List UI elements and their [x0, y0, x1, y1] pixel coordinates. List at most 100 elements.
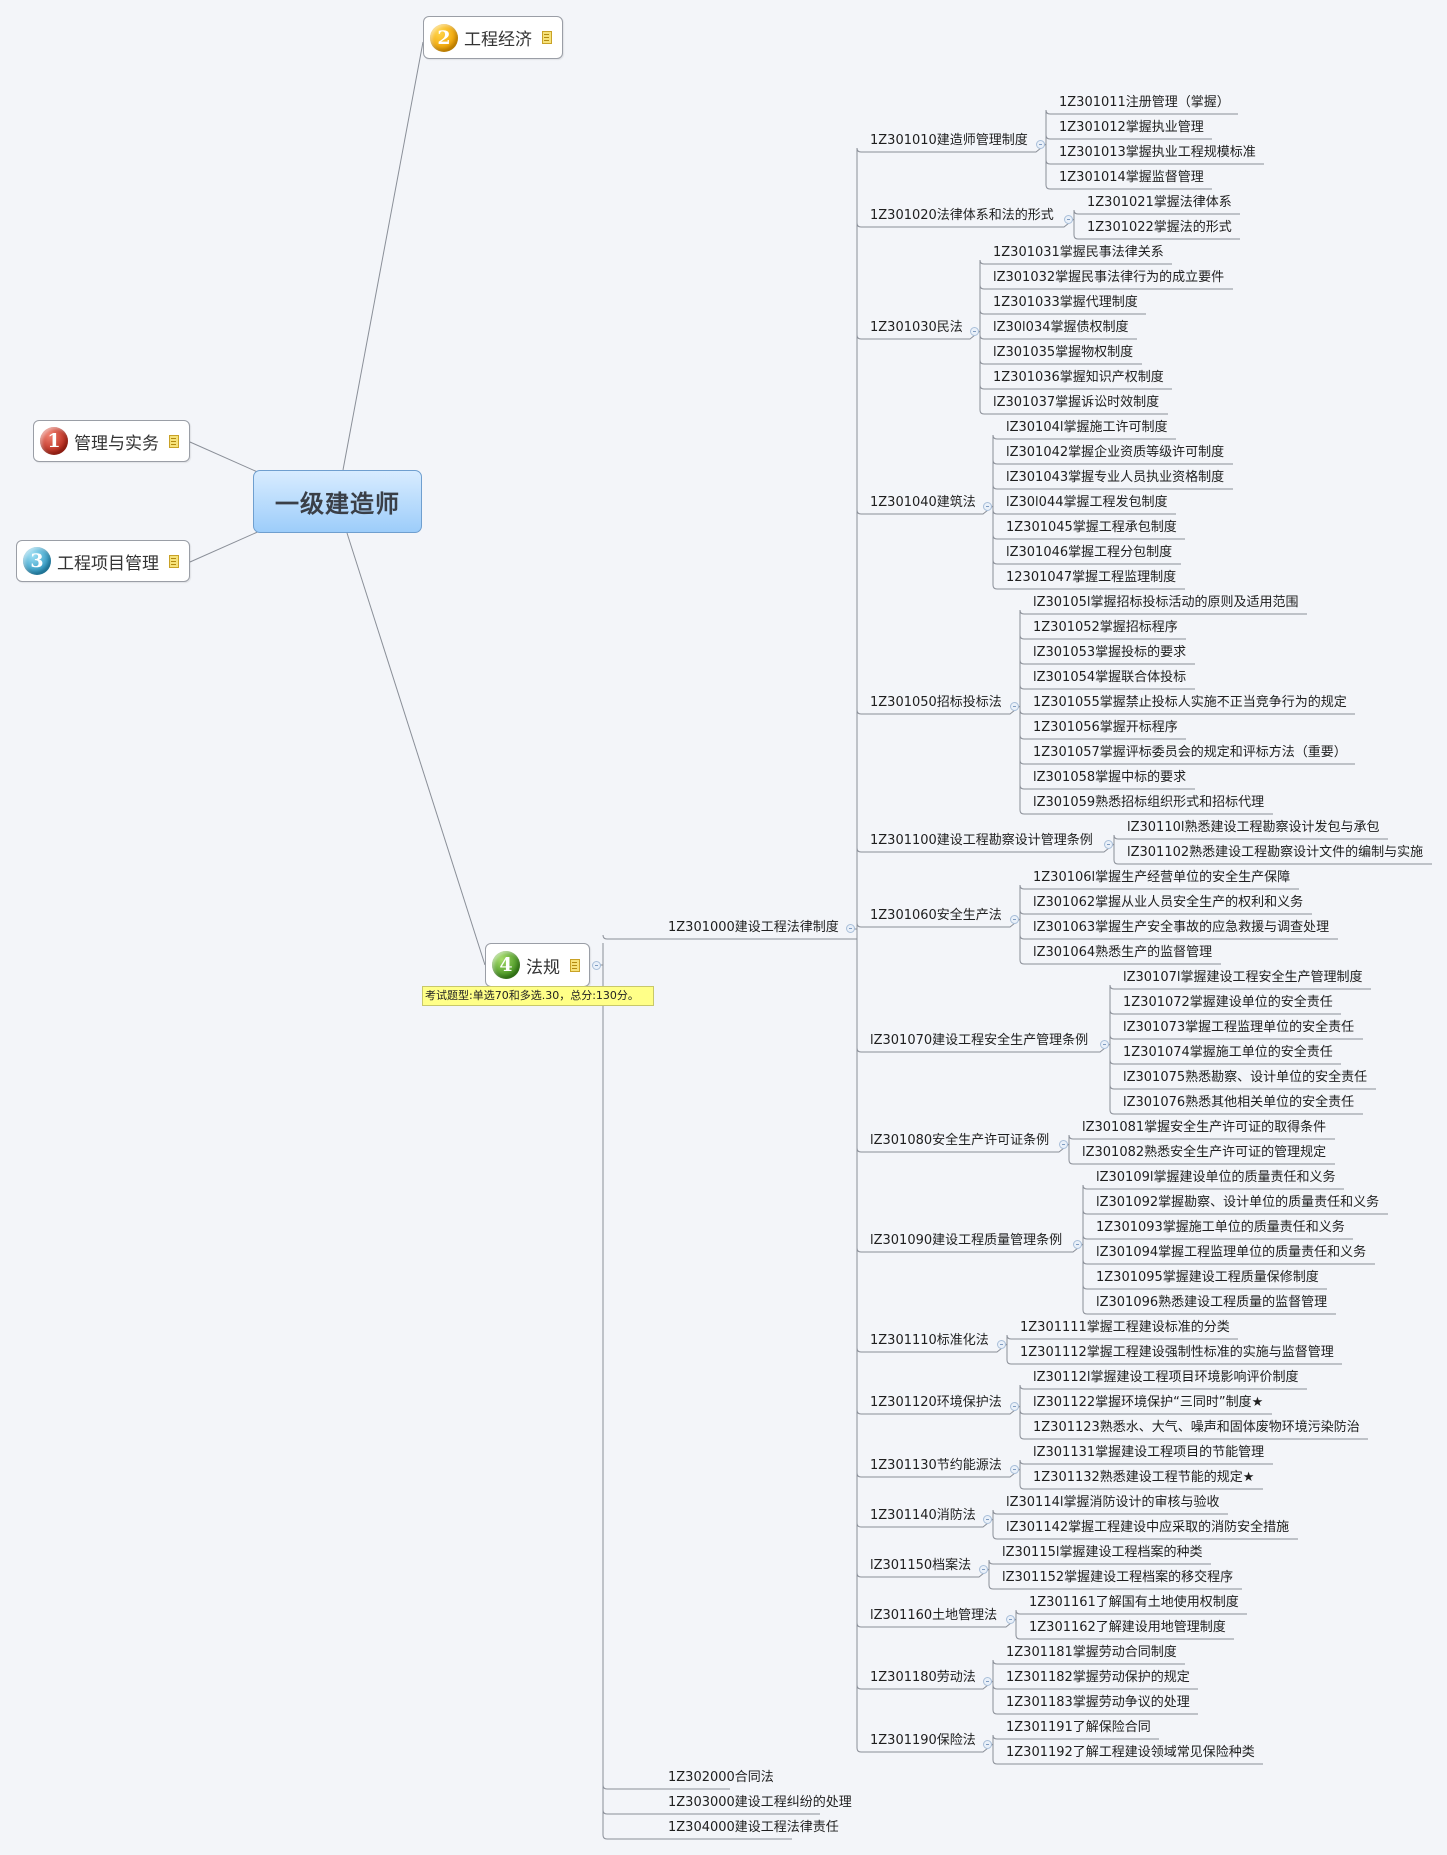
collapse-toggle-section[interactable]: [983, 1740, 992, 1749]
subtopic-item[interactable]: 1Z301036掌握知识产权制度: [993, 370, 1164, 385]
subtopic-item[interactable]: lZ301032掌握民事法律行为的成立要件: [993, 270, 1225, 285]
subtopic-item[interactable]: 1Z301074掌握施工单位的安全责任: [1123, 1045, 1333, 1060]
note-icon[interactable]: [169, 434, 179, 448]
subtopic-item[interactable]: lZ301152掌握建设工程档案的移交程序: [1002, 1570, 1234, 1585]
subtopic-item[interactable]: lZ301122掌握环境保护“三同时”制度★: [1033, 1395, 1264, 1410]
subtopic-item[interactable]: lZ301081掌握安全生产许可证的取得条件: [1082, 1120, 1327, 1135]
subtopic-item[interactable]: lZ301059熟悉招标组织形式和招标代理: [1033, 795, 1265, 810]
subtopic-item[interactable]: lZ301096熟悉建设工程质量的监督管理: [1096, 1295, 1328, 1310]
subtopic-item[interactable]: lZ301073掌握工程监理单位的安全责任: [1123, 1020, 1355, 1035]
subtopic-item[interactable]: 12301047掌握工程监理制度: [1006, 570, 1177, 585]
subtopic-item[interactable]: 1Z301056掌握开标程序: [1033, 720, 1178, 735]
section-topic[interactable]: 1Z301110标准化法: [870, 1333, 989, 1348]
section-topic[interactable]: 1Z301010建造师管理制度: [870, 133, 1028, 148]
subtopic-item[interactable]: lZ301042掌握企业资质等级许可制度: [1006, 445, 1225, 460]
collapse-toggle-section[interactable]: [1104, 840, 1113, 849]
subtopic-item[interactable]: 1Z301111掌握工程建设标准的分类: [1020, 1320, 1230, 1335]
collapse-toggle-section[interactable]: [1064, 215, 1073, 224]
subtopic-item[interactable]: 1Z30106l掌握生产经营单位的安全生产保障: [1033, 870, 1291, 885]
subtopic-item[interactable]: 1Z301057掌握评标委员会的规定和评标方法（重要）: [1033, 745, 1347, 760]
collapse-toggle-section[interactable]: [1010, 1465, 1019, 1474]
chapter-1z304000[interactable]: 1Z304000建设工程法律责任: [668, 1820, 839, 1835]
collapse-toggle-section[interactable]: [970, 327, 979, 336]
section-topic[interactable]: lZ301070建设工程安全生产管理条例: [870, 1033, 1089, 1048]
subtopic-item[interactable]: lZ301075熟悉勘察、设计单位的安全责任: [1123, 1070, 1368, 1085]
main-topic-engineering-economics[interactable]: 2 工程经济: [423, 16, 563, 59]
collapse-toggle-regulations[interactable]: [592, 961, 601, 970]
subtopic-item[interactable]: lZ301094掌握工程监理单位的质量责任和义务: [1096, 1245, 1367, 1260]
section-topic[interactable]: 1Z301120环境保护法: [870, 1395, 1002, 1410]
note-icon[interactable]: [570, 958, 580, 972]
collapse-toggle-section[interactable]: [997, 1340, 1006, 1349]
subtopic-item[interactable]: lZ301082熟悉安全生产许可证的管理规定: [1082, 1145, 1327, 1160]
subtopic-item[interactable]: 1Z301014掌握监督管理: [1059, 170, 1204, 185]
subtopic-item[interactable]: lZ30l044掌握工程发包制度: [1006, 495, 1168, 510]
subtopic-item[interactable]: lZ301092掌握勘察、设计单位的质量责任和义务: [1096, 1195, 1380, 1210]
section-topic[interactable]: 1Z301040建筑法: [870, 495, 976, 510]
collapse-toggle-section[interactable]: [983, 1677, 992, 1686]
collapse-toggle-section[interactable]: [1100, 1040, 1109, 1049]
subtopic-item[interactable]: lZ301063掌握生产安全事故的应急救援与调查处理: [1033, 920, 1330, 935]
subtopic-item[interactable]: lZ30110l熟悉建设工程勘察设计发包与承包: [1127, 820, 1380, 835]
section-topic[interactable]: lZ301090建设工程质量管理条例: [870, 1233, 1063, 1248]
subtopic-item[interactable]: lZ301064熟悉生产的监督管理: [1033, 945, 1213, 960]
subtopic-item[interactable]: 1Z301123熟悉水、大气、噪声和固体废物环境污染防治: [1033, 1420, 1360, 1435]
main-topic-management-practice[interactable]: 1 管理与实务: [33, 420, 190, 462]
subtopic-item[interactable]: 1Z301022掌握法的形式: [1087, 220, 1232, 235]
subtopic-item[interactable]: lZ301142掌握工程建设中应采取的消防安全措施: [1006, 1520, 1290, 1535]
chapter-1z301000[interactable]: 1Z301000建设工程法律制度: [668, 920, 839, 935]
main-topic-project-management[interactable]: 3 工程项目管理: [16, 540, 190, 582]
subtopic-item[interactable]: 1Z301031掌握民事法律关系: [993, 245, 1164, 260]
subtopic-item[interactable]: lZ301131掌握建设工程项目的节能管理: [1033, 1445, 1265, 1460]
section-topic[interactable]: 1Z301030民法: [870, 320, 963, 335]
subtopic-item[interactable]: lZ30105l掌握招标投标活动的原则及适用范围: [1033, 595, 1299, 610]
subtopic-item[interactable]: lZ301076熟悉其他相关单位的安全责任: [1123, 1095, 1355, 1110]
collapse-toggle-section[interactable]: [1010, 1402, 1019, 1411]
subtopic-item[interactable]: lZ30115l掌握建设工程档案的种类: [1002, 1545, 1203, 1560]
subtopic-item[interactable]: 1Z301112掌握工程建设强制性标准的实施与监督管理: [1020, 1345, 1334, 1360]
subtopic-item[interactable]: 1Z301161了解国有土地使用权制度: [1029, 1595, 1239, 1610]
subtopic-item[interactable]: lZ301054掌握联合体投标: [1033, 670, 1187, 685]
subtopic-item[interactable]: lZ30l034掌握债权制度: [993, 320, 1129, 335]
subtopic-item[interactable]: 1Z301182掌握劳动保护的规定: [1006, 1670, 1190, 1685]
collapse-toggle-section[interactable]: [1036, 140, 1045, 149]
subtopic-item[interactable]: lZ301035掌握物权制度: [993, 345, 1134, 360]
collapse-toggle-section[interactable]: [979, 1565, 988, 1574]
section-topic[interactable]: 1Z301050招标投标法: [870, 695, 1002, 710]
note-icon[interactable]: [169, 554, 179, 568]
subtopic-item[interactable]: 1Z301055掌握禁止投标人实施不正当竞争行为的规定: [1033, 695, 1347, 710]
chapter-1z303000[interactable]: 1Z303000建设工程纠纷的处理: [668, 1795, 852, 1810]
subtopic-item[interactable]: lZ301102熟悉建设工程勘察设计文件的编制与实施: [1127, 845, 1424, 860]
subtopic-item[interactable]: lZ30107l掌握建设工程安全生产管理制度: [1123, 970, 1363, 985]
section-topic[interactable]: lZ301160土地管理法: [870, 1608, 998, 1623]
subtopic-item[interactable]: 1Z301095掌握建设工程质量保修制度: [1096, 1270, 1319, 1285]
collapse-toggle-section[interactable]: [1010, 915, 1019, 924]
subtopic-item[interactable]: 1Z301013掌握执业工程规模标准: [1059, 145, 1256, 160]
subtopic-item[interactable]: lZ301043掌握专业人员执业资格制度: [1006, 470, 1225, 485]
collapse-toggle-section[interactable]: [983, 502, 992, 511]
subtopic-item[interactable]: 1Z301192了解工程建设领域常见保险种类: [1006, 1745, 1255, 1760]
section-topic[interactable]: 1Z301130节约能源法: [870, 1458, 1002, 1473]
subtopic-item[interactable]: lZ30104l掌握施工许可制度: [1006, 420, 1168, 435]
main-topic-regulations[interactable]: 4 法规: [485, 943, 590, 987]
note-icon[interactable]: [542, 31, 552, 44]
collapse-toggle-section[interactable]: [1073, 1240, 1082, 1249]
collapse-toggle-section[interactable]: [1010, 702, 1019, 711]
subtopic-item[interactable]: 1Z301132熟悉建设工程节能的规定★: [1033, 1470, 1255, 1485]
collapse-toggle-section[interactable]: [1059, 1140, 1068, 1149]
subtopic-item[interactable]: lZ301058掌握中标的要求: [1033, 770, 1187, 785]
section-topic[interactable]: 1Z301180劳动法: [870, 1670, 976, 1685]
subtopic-item[interactable]: lZ30109l掌握建设单位的质量责任和义务: [1096, 1170, 1336, 1185]
subtopic-item[interactable]: lZ301046掌握工程分包制度: [1006, 545, 1173, 560]
subtopic-item[interactable]: 1Z301191了解保险合同: [1006, 1720, 1151, 1735]
subtopic-item[interactable]: 1Z301093掌握施工单位的质量责任和义务: [1096, 1220, 1345, 1235]
central-topic[interactable]: 一级建造师: [253, 470, 422, 533]
subtopic-item[interactable]: 1Z301162了解建设用地管理制度: [1029, 1620, 1226, 1635]
section-topic[interactable]: 1Z301020法律体系和法的形式: [870, 208, 1054, 223]
collapse-toggle-1z301000[interactable]: [846, 924, 855, 933]
collapse-toggle-section[interactable]: [1006, 1615, 1015, 1624]
collapse-toggle-section[interactable]: [983, 1515, 992, 1524]
subtopic-item[interactable]: 1Z301012掌握执业管理: [1059, 120, 1204, 135]
subtopic-item[interactable]: 1Z301033掌握代理制度: [993, 295, 1138, 310]
subtopic-item[interactable]: 1Z301045掌握工程承包制度: [1006, 520, 1177, 535]
